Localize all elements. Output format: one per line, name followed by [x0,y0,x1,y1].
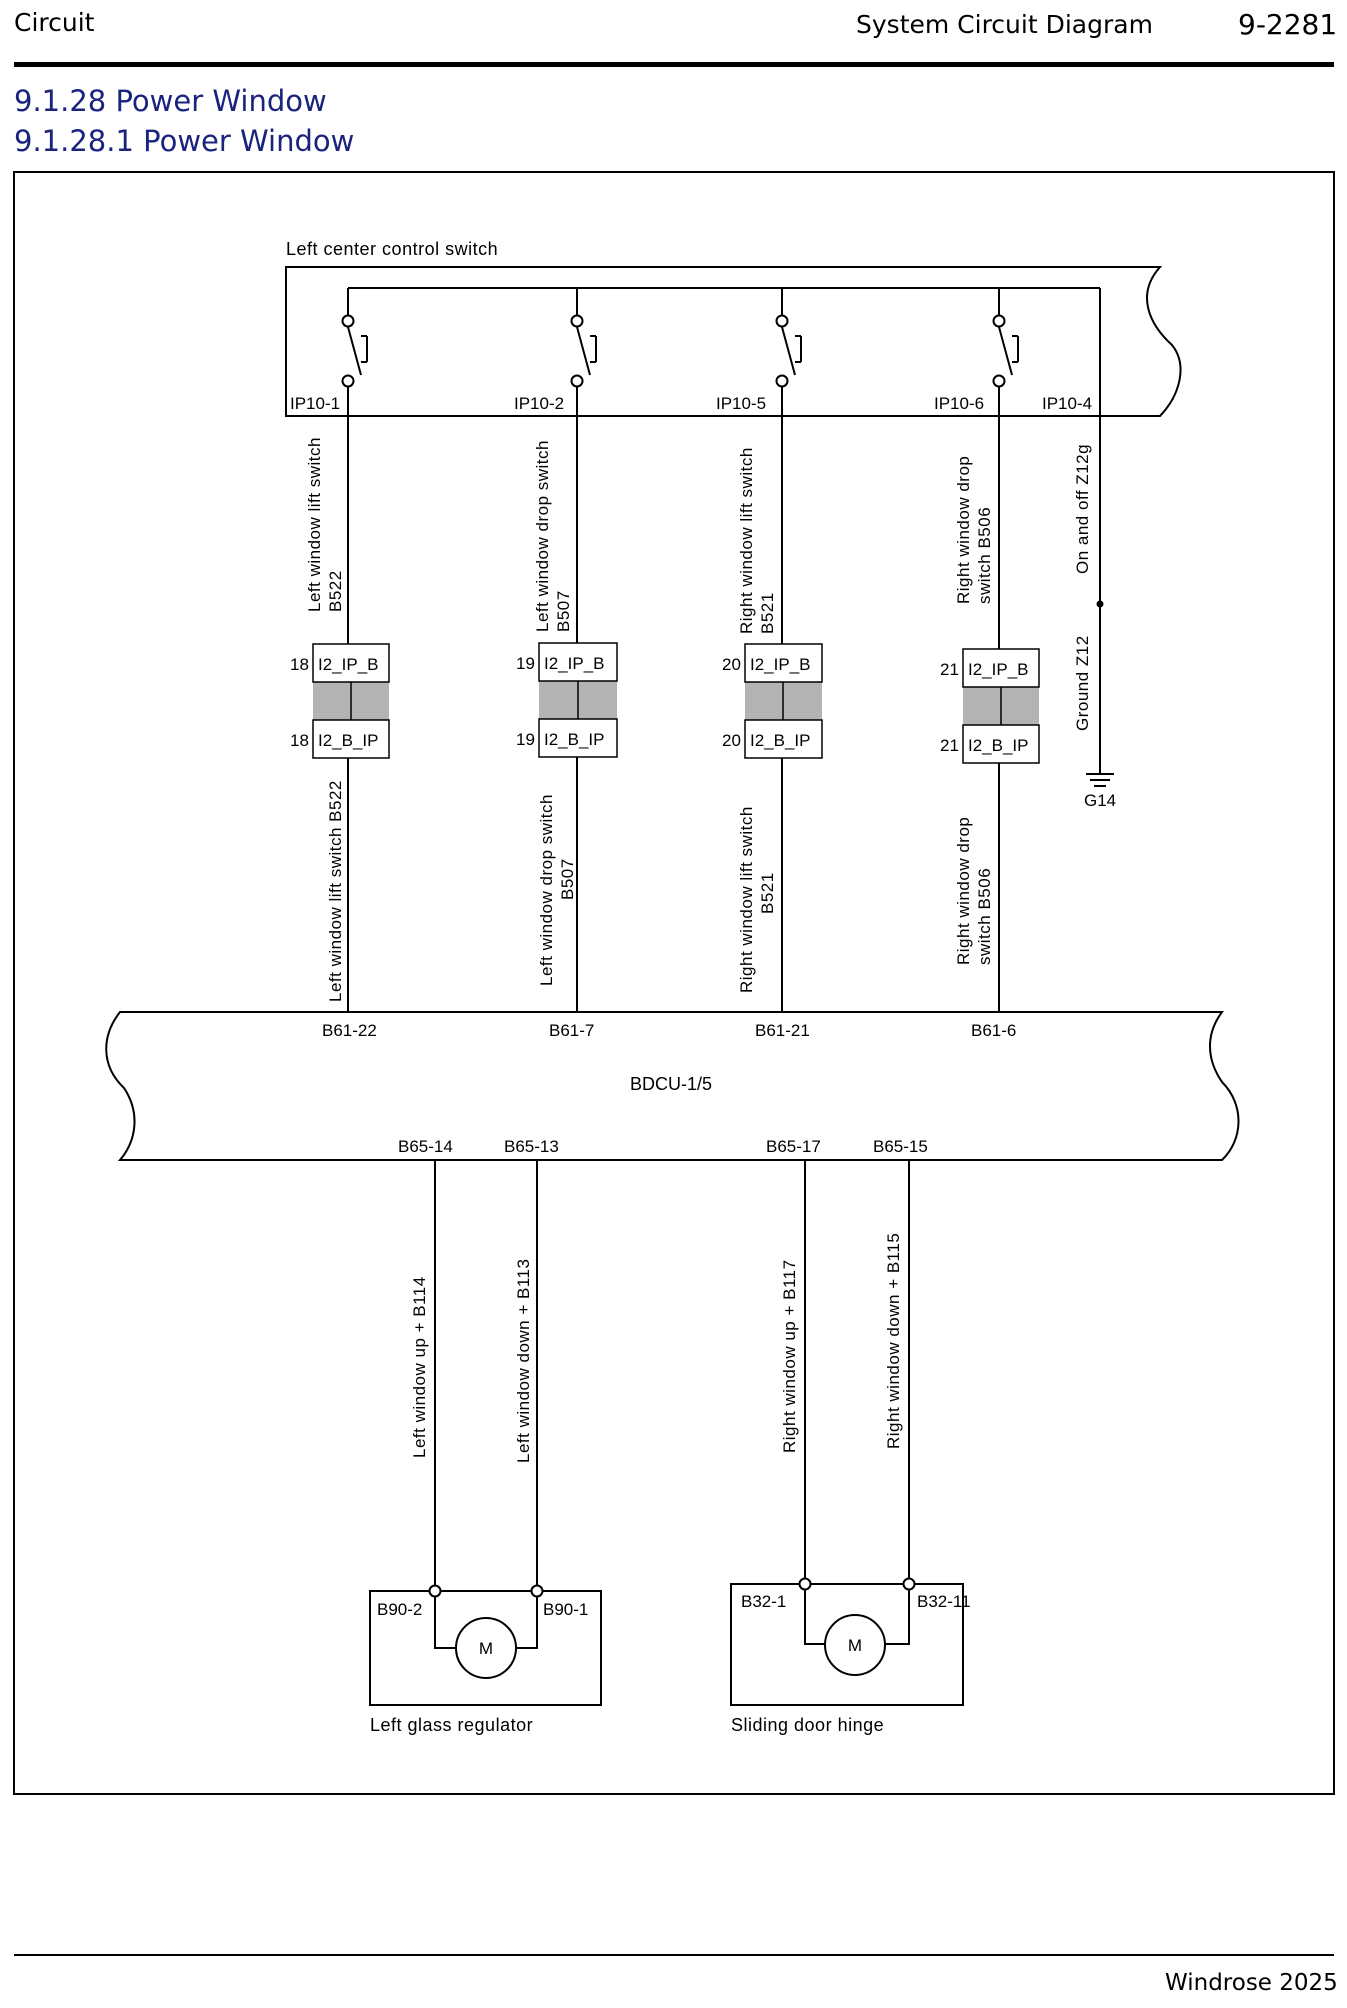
section-heading: 9.1.28 Power Window [14,84,327,118]
diagram-frame [13,171,1335,1795]
footer-rule [14,1954,1334,1956]
connector-20: I2_IP_B I2_B_IP 20 20 [722,643,823,759]
right-motor-letter: M [848,1636,862,1655]
connector-19-bottom-num: 19 [516,730,535,749]
header-rule [14,62,1334,67]
connector-21: I2_IP_B I2_B_IP 21 21 [940,648,1040,764]
header-title: System Circuit Diagram [856,10,1153,39]
connector-21-top-label: I2_IP_B [968,660,1029,679]
bdcu-pin-b65-14: B65-14 [398,1137,453,1156]
connector-18-bottom-num: 18 [290,731,309,750]
switch-block-outline [285,266,1182,417]
left-motor-symbol [455,1617,517,1679]
pin-ip10-5: IP10-5 [716,394,766,413]
switch-2 [570,288,597,388]
right-motor-pin-b32-1: B32-1 [741,1592,786,1611]
page-header: Circuit System Circuit Diagram 9-2281 [0,0,1347,72]
bdcu-pin-b61-7: B61-7 [549,1021,594,1040]
switch-3 [775,288,802,388]
bdcu-outline [105,1011,1240,1161]
connector-21-bottom-label: I2_B_IP [968,736,1029,755]
right-motor-pin-b32-11: B32-11 [917,1592,971,1611]
wire-6-label: Left window down + B113 [514,1259,533,1463]
switch-block-title: Left center control switch [286,239,498,259]
connector-20-top-num: 20 [722,655,741,674]
bdcu-pin-b65-17: B65-17 [766,1137,821,1156]
switch-4 [992,288,1019,388]
wire-5-label: Left window up + B114 [410,1276,429,1458]
connector-20-bottom-label: I2_B_IP [750,731,811,750]
bdcu-pin-b65-13: B65-13 [504,1137,559,1156]
connector-19-top-num: 19 [516,654,535,673]
connector-20-bottom-num: 20 [722,731,741,750]
connector-19: I2_IP_B I2_B_IP 19 19 [516,642,618,758]
connector-19-bottom-label: I2_B_IP [544,730,605,749]
right-motor-caption: Sliding door hinge [731,1715,884,1735]
connector-18: I2_IP_B I2_B_IP 18 18 [290,643,390,759]
bdcu-pin-b65-15: B65-15 [873,1137,928,1156]
pin-ip10-1: IP10-1 [290,394,340,413]
ground-label: G14 [1084,791,1116,810]
sliding-door-hinge: M B32-1 B32-11 [730,1577,971,1706]
left-glass-regulator: M B90-2 B90-1 [369,1584,602,1706]
pin-ip10-2: IP10-2 [514,394,564,413]
footer-text: Windrose 2025 [1165,1970,1338,1996]
connector-20-top-label: I2_IP_B [750,655,811,674]
switch-1 [341,288,368,388]
bdcu-pin-b61-21: B61-21 [755,1021,810,1040]
connector-18-top-label: I2_IP_B [318,655,379,674]
left-motor-pin-b90-1: B90-1 [543,1600,588,1619]
connector-18-bottom-label: I2_B_IP [318,731,379,750]
wire-7-label: Right window up + B117 [780,1259,799,1453]
connector-21-top-num: 21 [940,660,959,679]
pin-ip10-4: IP10-4 [1042,394,1092,413]
wire-8-label: Right window down + B115 [884,1233,903,1449]
left-motor-letter: M [479,1639,493,1658]
bdcu-pin-b61-6: B61-6 [971,1021,1016,1040]
wire-1-middle-label: Left window lift switch B522 [326,780,345,1002]
wire-ground-label: Ground Z12 [1073,635,1092,731]
header-section: Circuit [14,8,95,37]
bdcu-pin-b61-22: B61-22 [322,1021,377,1040]
left-motor-pin-b90-2: B90-2 [377,1600,422,1619]
ground-splice [1096,600,1104,608]
right-motor-symbol [824,1614,886,1676]
subsection-heading: 9.1.28.1 Power Window [14,124,355,158]
bdcu-name: BDCU-1/5 [630,1074,712,1094]
ground-symbol [1086,773,1114,787]
connector-18-top-num: 18 [290,655,309,674]
connector-21-bottom-num: 21 [940,736,959,755]
connector-19-top-label: I2_IP_B [544,654,605,673]
page-number: 9-2281 [1238,8,1338,41]
left-motor-caption: Left glass regulator [370,1715,533,1735]
pin-ip10-6: IP10-6 [934,394,984,413]
wire-ignition-label: On and off Z12g [1073,444,1092,574]
